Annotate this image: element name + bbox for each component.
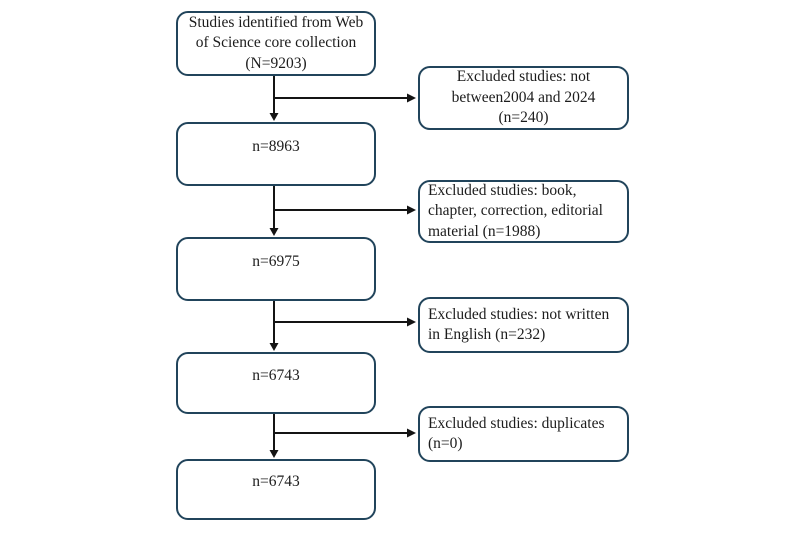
arrow-right-3 bbox=[274, 317, 416, 327]
exclusion-box-duplicates: Excluded studies: duplicates (n=0) bbox=[418, 406, 629, 462]
flow-box-n6743-label: n=6743 bbox=[252, 366, 300, 384]
exclusion-box-year-range: Excluded studies: not between2004 and 20… bbox=[418, 66, 629, 130]
arrow-right-2 bbox=[274, 205, 416, 215]
flow-box-identified-label: Studies identified from Web of Science c… bbox=[188, 13, 364, 72]
flow-box-n8963-label: n=8963 bbox=[252, 137, 300, 155]
arrow-down-3 bbox=[269, 301, 279, 351]
flow-box-identified: Studies identified from Web of Science c… bbox=[176, 11, 376, 76]
exclusion-box-document-type: Excluded studies: book, chapter, correct… bbox=[418, 180, 629, 243]
exclusion-box-language-label: Excluded studies: not written in English… bbox=[428, 305, 610, 343]
flow-box-n6743-final-label: n=6743 bbox=[252, 473, 300, 491]
flow-box-n6975: n=6975 bbox=[176, 237, 376, 301]
arrow-right-1 bbox=[274, 93, 416, 103]
exclusion-box-document-type-label: Excluded studies: book, chapter, correct… bbox=[428, 181, 603, 240]
flow-box-n8963: n=8963 bbox=[176, 122, 376, 186]
arrow-down-2 bbox=[269, 186, 279, 236]
exclusion-box-duplicates-label: Excluded studies: duplicates (n=0) bbox=[428, 414, 605, 452]
exclusion-box-year-range-label: Excluded studies: not between2004 and 20… bbox=[451, 68, 596, 127]
arrow-down-1 bbox=[269, 76, 279, 121]
flow-box-n6743-final: n=6743 bbox=[176, 459, 376, 520]
flow-box-n6743: n=6743 bbox=[176, 352, 376, 414]
arrow-down-4 bbox=[269, 414, 279, 458]
exclusion-box-language: Excluded studies: not written in English… bbox=[418, 297, 629, 353]
arrow-right-4 bbox=[274, 428, 416, 438]
flow-box-n6975-label: n=6975 bbox=[252, 252, 300, 270]
